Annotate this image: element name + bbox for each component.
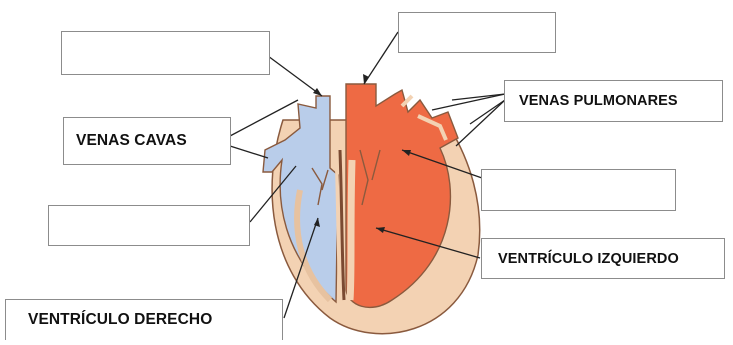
label-venas-pulmonares: VENAS PULMONARES xyxy=(505,81,733,121)
arrowhead-top-left xyxy=(313,88,322,96)
label-venas-cavas: VENAS CAVAS xyxy=(64,118,242,164)
label-box-venas-pulmonares: VENAS PULMONARES xyxy=(504,80,723,122)
blank-label-box-right-middle[interactable] xyxy=(481,169,676,211)
label-ventriculo-derecho: VENTRÍCULO DERECHO xyxy=(6,300,304,340)
label-box-venas-cavas: VENAS CAVAS xyxy=(63,117,231,165)
leader-pulm-4 xyxy=(456,100,505,146)
left-inner-wall xyxy=(350,160,352,300)
leader-top-left xyxy=(268,56,322,96)
label-box-ventriculo-izquierdo: VENTRÍCULO IZQUIERDO xyxy=(481,238,725,279)
label-box-ventriculo-derecho: VENTRÍCULO DERECHO xyxy=(5,299,283,340)
leader-pulm-1 xyxy=(452,94,505,100)
blank-label-box-top-center[interactable] xyxy=(398,12,556,53)
leader-top-center xyxy=(364,32,398,84)
arrowhead-top-center xyxy=(363,74,369,84)
blank-label-box-top-left[interactable] xyxy=(61,31,270,75)
leader-pulm-3 xyxy=(470,100,505,124)
blank-label-box-left-middle[interactable] xyxy=(48,205,250,246)
label-ventriculo-izquierdo: VENTRÍCULO IZQUIERDO xyxy=(482,239,733,278)
